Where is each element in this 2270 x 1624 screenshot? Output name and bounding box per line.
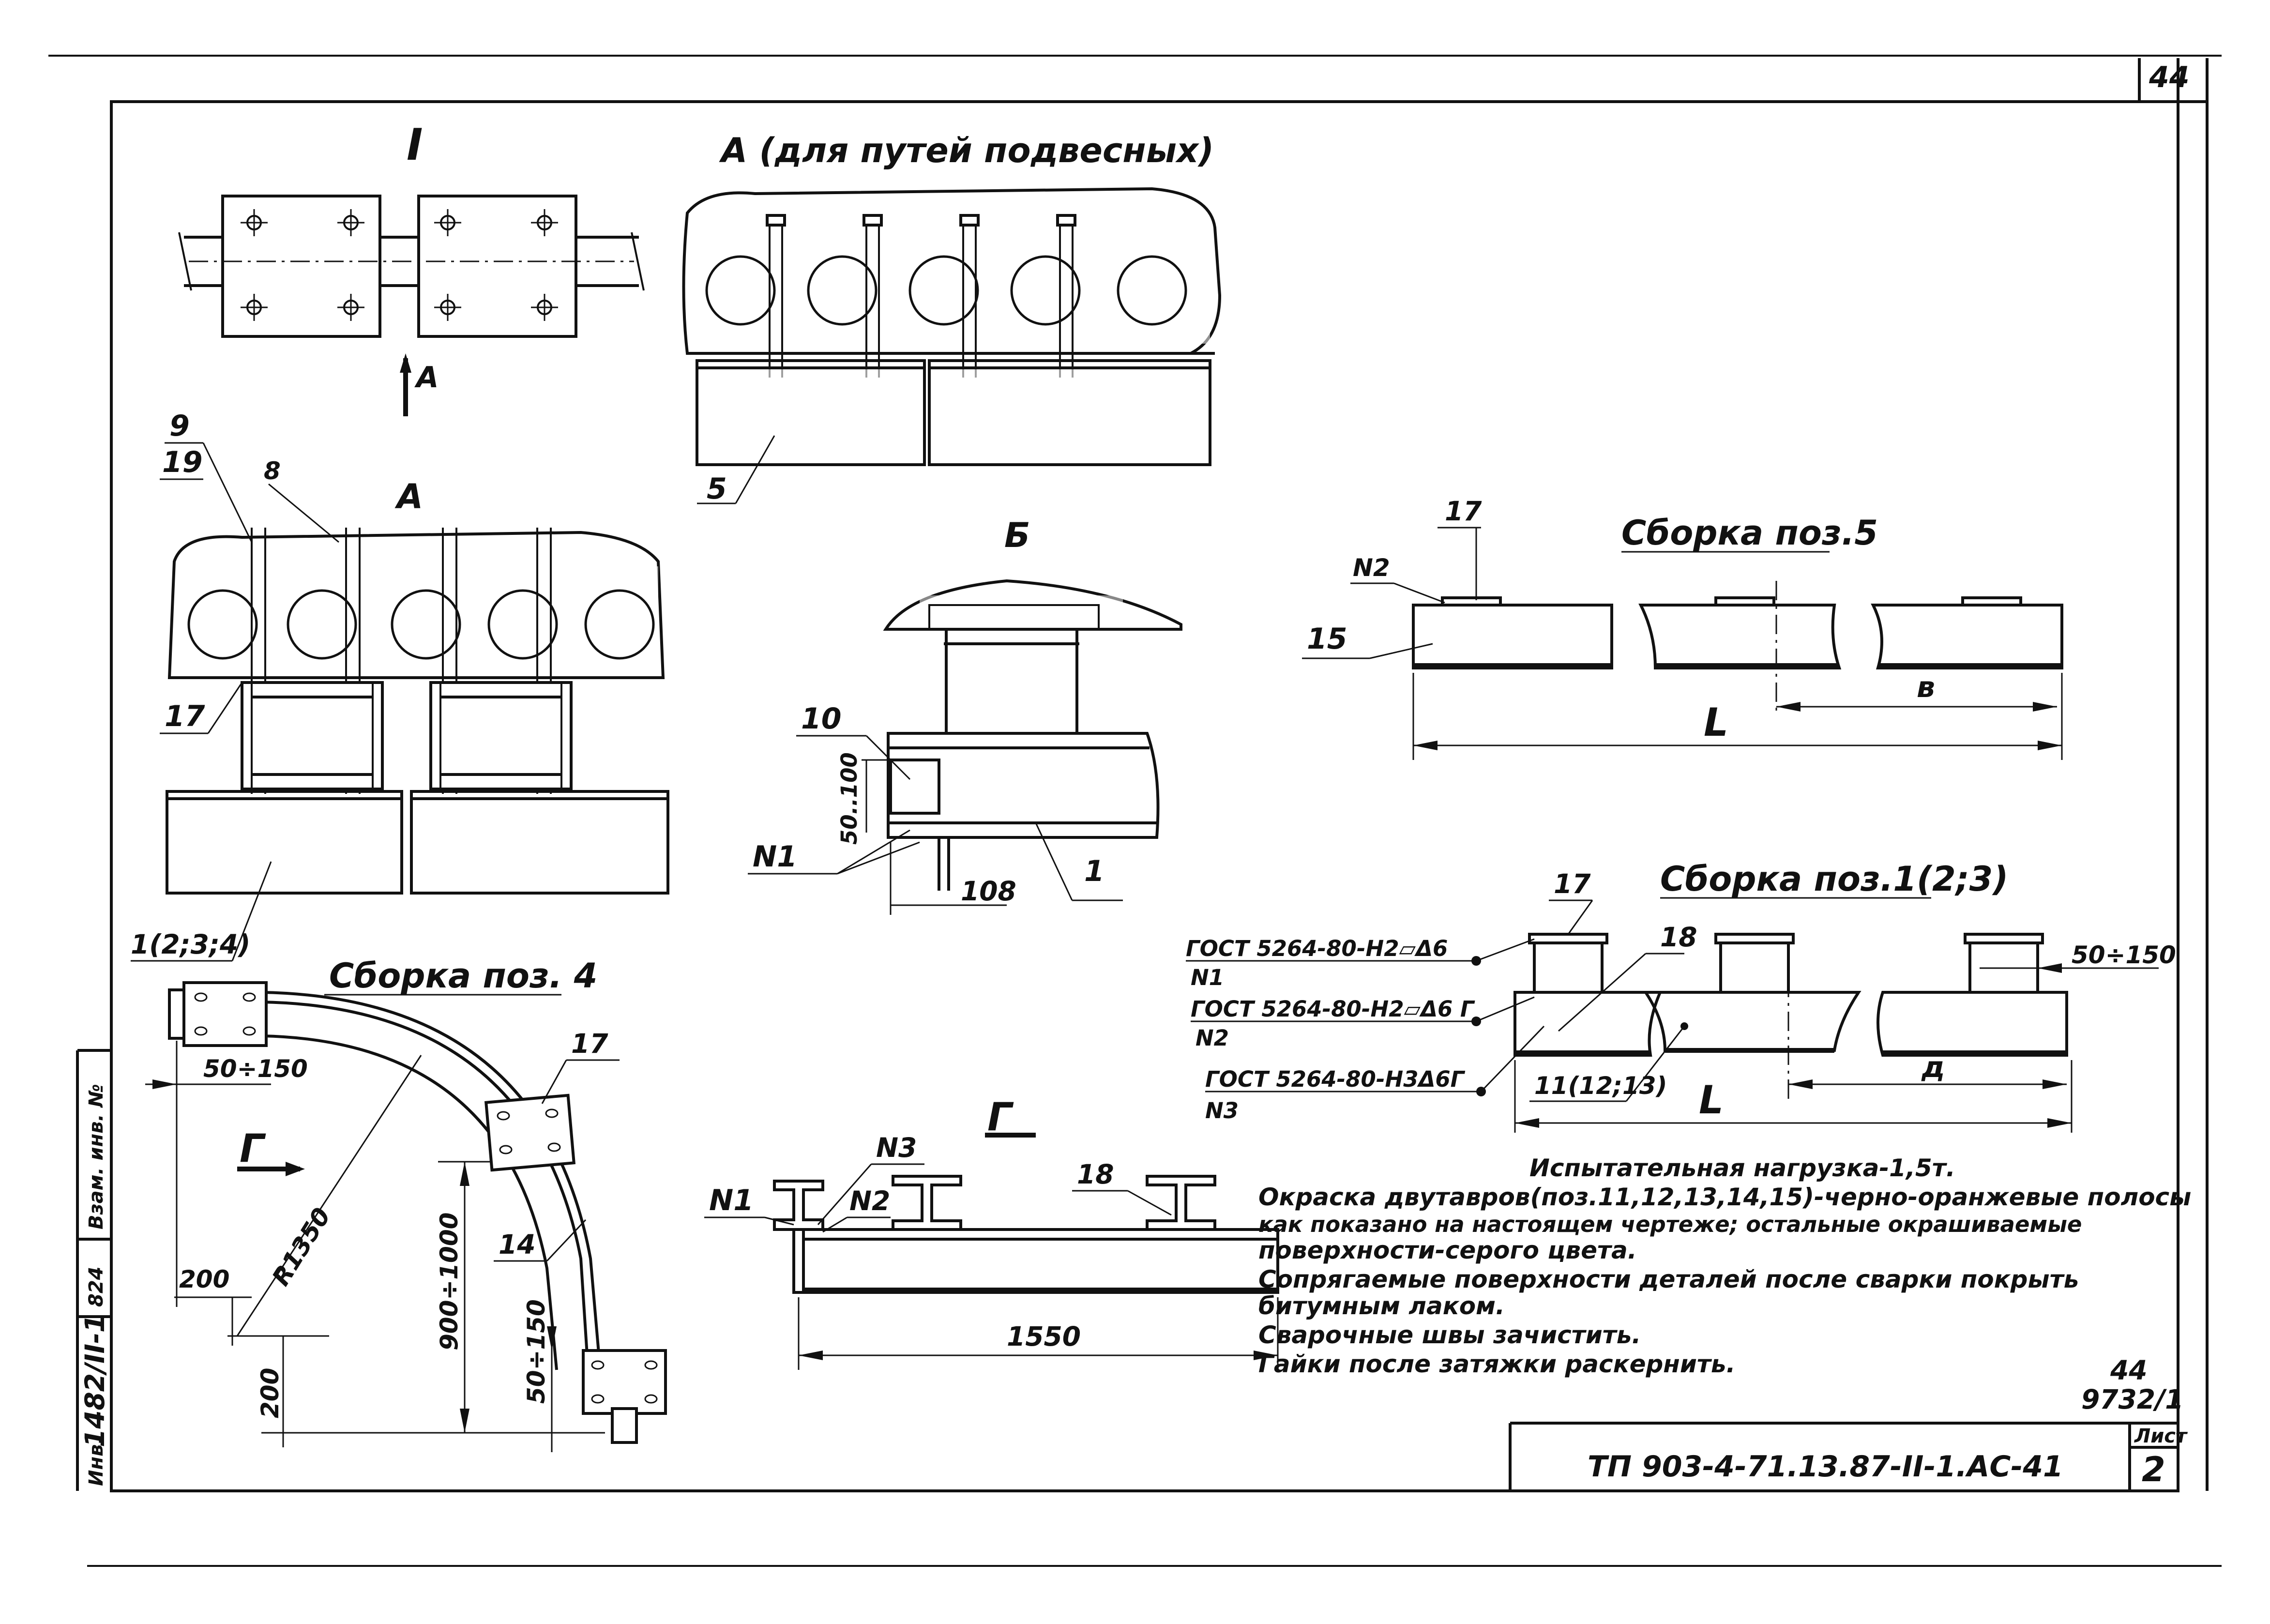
view-B-dim-50-100: 50..100 bbox=[836, 752, 862, 845]
assembly4-pos14: 14 bbox=[499, 1229, 536, 1260]
view-A-title: А bbox=[394, 477, 423, 516]
assembly1-weld2-n: N2 bbox=[1196, 1025, 1229, 1051]
assembly5-weld-n2: N2 bbox=[1353, 554, 1390, 582]
section-G-weld-n2: N2 bbox=[849, 1185, 890, 1216]
section-G-weld-n3: N3 bbox=[876, 1132, 917, 1163]
view-A-pos8: 8 bbox=[264, 457, 281, 485]
section-G-dim-1550: 1550 bbox=[1007, 1321, 1081, 1352]
side-stamp bbox=[76, 1049, 111, 1491]
note-line-6: битумным лаком. bbox=[1258, 1292, 1505, 1320]
sheet-number: 2 bbox=[2142, 1450, 2165, 1489]
note-line-2: Окраска двутавров(поз.11,12,13,14,15)-че… bbox=[1258, 1183, 2191, 1211]
assembly4-dim-50-150-right: 50÷150 bbox=[522, 1299, 550, 1404]
view-B-title: Б bbox=[1004, 516, 1030, 555]
view-B-weld-n1: N1 bbox=[753, 840, 797, 874]
drawing-code: ТП 903-4-71.13.87-II-1.АС-41 bbox=[1588, 1450, 2063, 1484]
assembly4-section-mark: Г bbox=[240, 1126, 266, 1171]
assembly1-weld3-n: N3 bbox=[1205, 1098, 1239, 1123]
assembly4-radius: R1350 bbox=[267, 1203, 336, 1290]
side-stamp-number: 1482/II-1 bbox=[79, 1314, 110, 1447]
assembly1-weld1: ГОСТ 5264-80-Н2⏥Δ6 bbox=[1186, 936, 1448, 961]
assembly5-dim-b: в bbox=[1917, 670, 1935, 704]
assembly5-pos17: 17 bbox=[1445, 496, 1482, 527]
assembly5-dim-L: L bbox=[1704, 700, 1728, 745]
assembly-pos5: Сборка поз.5 17 N2 15 в L bbox=[1302, 496, 2063, 760]
view-A-pos19: 19 bbox=[162, 445, 203, 479]
assembly1-pos11: 11(12;13) bbox=[1534, 1072, 1667, 1100]
archive-top: 44 bbox=[2110, 1355, 2148, 1386]
assembly-pos1: Сборка поз.1(2;3) 17 18 ГОСТ 5264-80-Н2⏥… bbox=[1186, 859, 2176, 1133]
view-A-hanging-title: А (для путей подвесных) bbox=[719, 131, 1214, 170]
assembly1-weld2: ГОСТ 5264-80-Н2⏥Δ6 Г bbox=[1191, 996, 1475, 1022]
assembly1-dim-d: д bbox=[1921, 1050, 1945, 1084]
note-line-5: Сопрягаемые поверхности деталей после св… bbox=[1258, 1265, 2079, 1293]
view-B-pos10: 10 bbox=[801, 702, 842, 736]
assembly4-title: Сборка поз. 4 bbox=[329, 956, 597, 996]
assembly1-pos18: 18 bbox=[1660, 922, 1697, 953]
notes: Испытательная нагрузка-1,5т. Окраска дву… bbox=[1258, 1154, 2191, 1378]
view-A-hanging-pos5: 5 bbox=[707, 472, 727, 506]
view-I-title: I bbox=[407, 120, 423, 170]
assembly4-dim-900-1000: 900÷1000 bbox=[435, 1213, 463, 1351]
assembly5-title: Сборка поз.5 bbox=[1621, 513, 1878, 553]
assembly4-dim-50-150-top: 50÷150 bbox=[203, 1055, 308, 1083]
assembly1-dim-L: L bbox=[1699, 1078, 1724, 1123]
view-A: А 9 19 8 17 bbox=[131, 409, 669, 962]
note-line-8: Гайки после затяжки раскернить. bbox=[1258, 1350, 1735, 1378]
view-A-pos1: 1(2;3;4) bbox=[131, 929, 250, 960]
section-G-weld-n1: N1 bbox=[709, 1184, 754, 1217]
assembly-pos4: Сборка поз. 4 R1350 50÷150 Г 200 bbox=[145, 956, 667, 1452]
side-stamp-replace: Взам. инв. № bbox=[85, 1084, 107, 1229]
note-line-4: поверхности-серого цвета. bbox=[1258, 1236, 1637, 1264]
assembly1-weld3: ГОСТ 5264-80-Н3Δ6Г bbox=[1205, 1066, 1466, 1092]
section-G-title: Г bbox=[987, 1094, 1014, 1139]
side-stamp-top: Инв. bbox=[85, 1437, 107, 1486]
title-block bbox=[1509, 1422, 2178, 1491]
view-A-pos9: 9 bbox=[169, 409, 190, 443]
view-B-pos1: 1 bbox=[1084, 854, 1105, 888]
section-G: Г N3 N1 N2 18 1550 bbox=[704, 1094, 1279, 1370]
view-A-hanging: А (для путей подвесных) 5 bbox=[682, 131, 1222, 506]
assembly1-dim-50-150: 50÷150 bbox=[2072, 941, 2176, 969]
section-G-pos18: 18 bbox=[1077, 1159, 1114, 1190]
page-number: 44 bbox=[2149, 61, 2190, 94]
view-I-arrow-label: А bbox=[414, 361, 439, 395]
assembly1-weld1-n: N1 bbox=[1191, 965, 1224, 990]
note-line-7: Сварочные швы зачистить. bbox=[1258, 1321, 1641, 1349]
assembly4-pos17: 17 bbox=[571, 1028, 608, 1059]
assembly4-dim-200-h: 200 bbox=[179, 1265, 229, 1293]
assembly1-title: Сборка поз.1(2;3) bbox=[1660, 859, 2008, 899]
sheet-label: Лист bbox=[2134, 1425, 2188, 1447]
note-line-3: как показано на настоящем чертеже; остал… bbox=[1258, 1212, 2082, 1237]
assembly4-dim-200-v: 200 bbox=[256, 1368, 284, 1418]
view-A-pos17: 17 bbox=[165, 699, 205, 733]
note-line-1: Испытательная нагрузка-1,5т. bbox=[1529, 1154, 1955, 1182]
archive-bottom: 9732/1 bbox=[2081, 1384, 2183, 1415]
assembly1-pos17: 17 bbox=[1554, 868, 1591, 899]
view-I: I А bbox=[178, 120, 645, 416]
view-B-dim-108: 108 bbox=[961, 876, 1016, 907]
sheet-frame bbox=[48, 55, 2222, 1567]
view-B: Б 10 50..100 N1 108 1 bbox=[748, 516, 1182, 915]
assembly5-pos15: 15 bbox=[1307, 622, 1347, 656]
side-stamp-extra: 824 bbox=[85, 1267, 107, 1307]
